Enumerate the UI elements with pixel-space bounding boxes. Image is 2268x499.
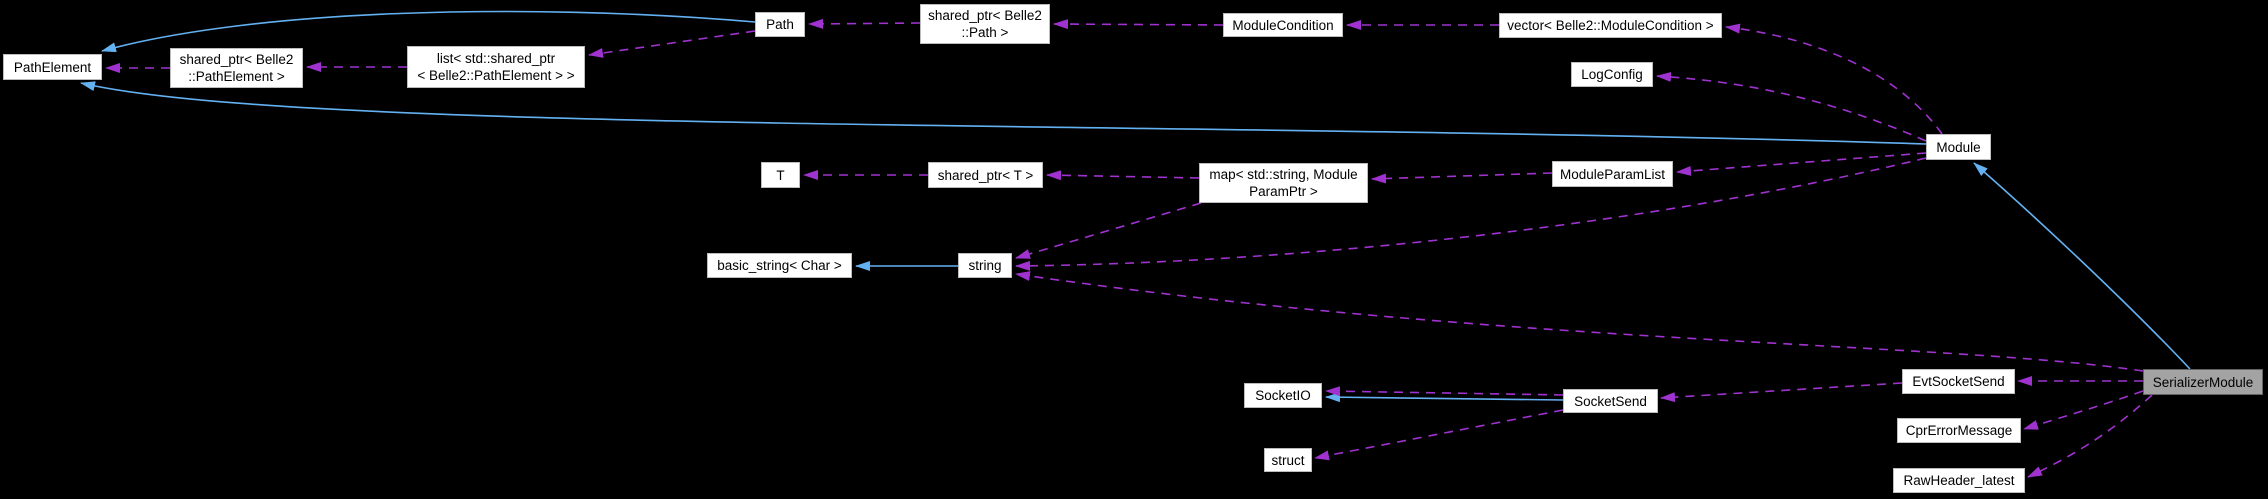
node-rawheader-latest[interactable]: RawHeader_latest <box>1893 468 2025 493</box>
edge-path-to-list-std-shared-ptr-belle2-pathelement <box>588 30 756 58</box>
node-label-socketio: SocketIO <box>1255 388 1311 403</box>
node-label-shared-ptr-t: shared_ptr< T > <box>937 167 1034 183</box>
edge-modulecondition-to-shared-ptr-belle2-path <box>1053 19 1224 30</box>
edge-serializermodule-to-rawheader-latest <box>2027 394 2153 478</box>
node-basic-string-char[interactable]: basic_string< Char > <box>707 253 852 278</box>
node-label-basic-string-char: basic_string< Char > <box>717 258 842 273</box>
node-serializermodule[interactable]: SerializerModule <box>2143 369 2263 395</box>
node-label-modulecondition: ModuleCondition <box>1232 17 1334 33</box>
edge-module-to-vector-belle2-modulecondition <box>1725 23 1943 135</box>
edge-evtsocketsend-to-socketsend <box>1660 382 1903 403</box>
node-label-shared-ptr-belle2-path: shared_ptr< Belle2 ::Path > <box>928 8 1042 40</box>
edge-socketsend-to-struct <box>1314 409 1564 461</box>
node-label-path: Path <box>766 17 794 32</box>
node-vector-belle2-modulecondition[interactable]: vector< Belle2::ModuleCondition > <box>1499 13 1722 38</box>
node-label-string: string <box>968 258 1002 273</box>
edge-path-to-pathelement <box>101 10 756 53</box>
node-label-cprerrormessage: CprErrorMessage <box>1905 423 2013 438</box>
node-t[interactable]: T <box>761 162 800 188</box>
edge-map-std-string-moduleparamptr-to-string <box>1015 202 1202 259</box>
node-label-pathelement: PathElement <box>13 59 92 75</box>
node-string[interactable]: string <box>958 253 1012 278</box>
node-label-struct: struct <box>1271 452 1305 468</box>
node-list-std-shared-ptr-belle2-pathelement[interactable]: list< std::shared_ptr < Belle2::PathElem… <box>407 46 585 88</box>
node-socketsend[interactable]: SocketSend <box>1563 389 1658 413</box>
edge-module-to-logconfig <box>1656 71 1927 142</box>
node-cprerrormessage[interactable]: CprErrorMessage <box>1897 418 2021 443</box>
node-label-rawheader-latest: RawHeader_latest <box>1903 473 2015 488</box>
node-label-moduleparamlist: ModuleParamList <box>1559 166 1666 182</box>
node-module[interactable]: Module <box>1926 134 1991 160</box>
node-evtsocketsend[interactable]: EvtSocketSend <box>1902 369 2015 394</box>
node-label-shared-ptr-belle2-pathelement: shared_ptr< Belle2 ::PathElement > <box>179 52 294 84</box>
node-map-std-string-moduleparamptr[interactable]: map< std::string, Module ParamPtr > <box>1199 163 1368 203</box>
node-label-socketsend: SocketSend <box>1574 393 1647 409</box>
node-label-list-std-shared-ptr-belle2-pathelement: list< std::shared_ptr < Belle2::PathElem… <box>417 51 575 83</box>
node-path[interactable]: Path <box>755 12 805 37</box>
edge-moduleparamlist-to-map-std-string-moduleparamptr <box>1371 172 1553 184</box>
node-label-module: Module <box>1936 139 1981 155</box>
node-shared-ptr-belle2-path[interactable]: shared_ptr< Belle2 ::Path > <box>920 4 1050 44</box>
edge-shared-ptr-belle2-path-to-path <box>808 18 921 29</box>
node-label-serializermodule: SerializerModule <box>2152 374 2254 390</box>
node-struct[interactable]: struct <box>1264 448 1312 472</box>
edge-module-to-string <box>1015 157 1927 271</box>
edge-map-std-string-moduleparamptr-to-shared-ptr-t <box>1046 170 1200 181</box>
edge-module-to-moduleparamlist <box>1676 152 1927 176</box>
node-socketio[interactable]: SocketIO <box>1244 383 1322 408</box>
node-label-t: T <box>776 167 785 183</box>
node-label-logconfig: LogConfig <box>1581 67 1643 82</box>
edge-serializermodule-to-string <box>1015 271 2144 372</box>
node-moduleparamlist[interactable]: ModuleParamList <box>1552 161 1673 187</box>
node-logconfig[interactable]: LogConfig <box>1571 62 1653 87</box>
edge-socketsend-to-socketio <box>1325 386 1564 397</box>
node-shared-ptr-t[interactable]: shared_ptr< T > <box>928 162 1043 188</box>
node-label-evtsocketsend: EvtSocketSend <box>1912 374 2005 389</box>
node-pathelement[interactable]: PathElement <box>3 54 102 80</box>
edge-serializermodule-to-cprerrormessage <box>2023 390 2144 430</box>
node-shared-ptr-belle2-pathelement[interactable]: shared_ptr< Belle2 ::PathElement > <box>170 48 303 88</box>
edge-socketsend-to-socketio <box>1325 392 1564 403</box>
edge-module-to-pathelement <box>80 81 1927 145</box>
node-label-vector-belle2-modulecondition: vector< Belle2::ModuleCondition > <box>1507 18 1714 33</box>
node-modulecondition[interactable]: ModuleCondition <box>1223 13 1343 37</box>
edge-serializermodule-to-module <box>1973 162 2191 370</box>
node-label-map-std-string-moduleparamptr: map< std::string, Module ParamPtr > <box>1209 167 1358 199</box>
